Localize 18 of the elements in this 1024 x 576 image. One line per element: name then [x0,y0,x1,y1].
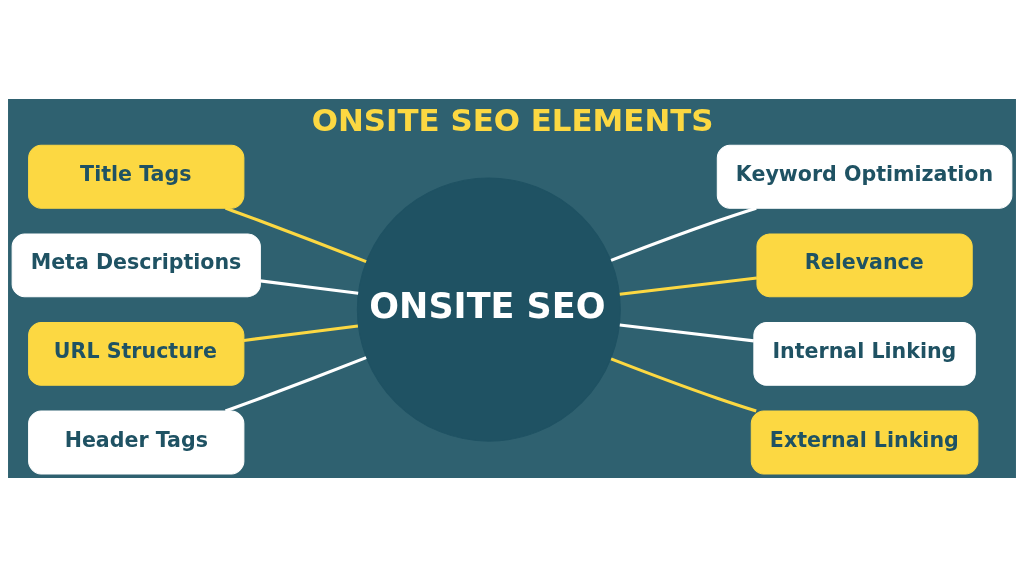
connector [610,356,757,412]
node-box: Internal Linking [753,321,976,386]
node-box: Keyword Optimization [716,144,1013,209]
connector [610,206,757,262]
node-box: Meta Descriptions [11,232,261,297]
diagram-title: ONSITE SEO ELEMENTS [311,101,714,138]
connector [243,324,359,342]
node-box: URL Structure [28,321,245,386]
connector [224,206,367,263]
connector [619,322,754,342]
node-box: Title Tags [28,144,245,209]
node-box: Relevance [756,232,973,297]
connector [619,275,758,296]
connector [260,278,359,295]
connector [224,355,367,412]
node-box: External Linking [750,410,979,474]
node-box: Header Tags [28,410,245,474]
node-circle: ONSITE SEO [356,177,621,442]
